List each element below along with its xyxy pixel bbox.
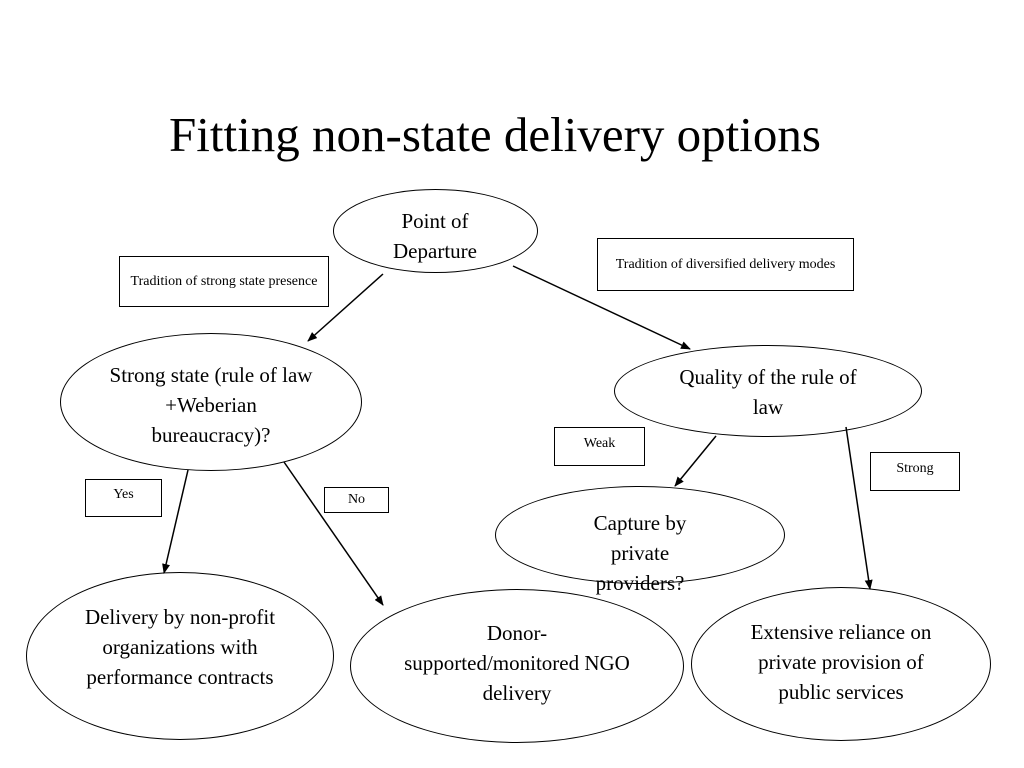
- arrow-departure-to-strong-state: [307, 273, 384, 342]
- private-provision-node: [691, 587, 991, 741]
- nonprofit-delivery-node: [26, 572, 334, 740]
- strong-state-node: [60, 333, 362, 471]
- capture-private-label: Capture by private providers?: [593, 511, 687, 595]
- weak-label: Weak: [583, 436, 616, 451]
- arrow-quality-strong: [845, 426, 873, 590]
- arrow-quality-weak: [674, 435, 717, 487]
- no-label: No: [347, 492, 366, 507]
- arrow-strong-state-no: [283, 461, 384, 606]
- diversified-delivery-box: Tradition of diversified delivery modes: [597, 238, 854, 291]
- diversified-delivery-label: Tradition of diversified delivery modes: [615, 256, 836, 272]
- page-title: Fitting non-state delivery options: [169, 107, 821, 162]
- strong-box: Strong: [870, 452, 960, 491]
- weak-box: Weak: [554, 427, 645, 466]
- strong-state-presence-box: Tradition of strong state presence: [119, 256, 329, 307]
- ngo-delivery-node: [350, 589, 684, 743]
- point-of-departure-label: Point of Departure: [393, 209, 477, 263]
- arrow-departure-to-quality: [512, 265, 691, 350]
- quality-rule-of-law-node: [614, 345, 922, 437]
- point-of-departure-node: [333, 189, 538, 273]
- arrow-strong-state-yes: [162, 469, 189, 574]
- quality-rule-of-law-label: Quality of the rule of law: [679, 365, 857, 419]
- strong-label: Strong: [896, 461, 934, 476]
- nonprofit-delivery-label: Delivery by non-profit organizations wit…: [84, 605, 276, 689]
- strong-state-label: Strong state (rule of law +Weberian bure…: [109, 363, 313, 447]
- capture-private-node: [495, 486, 785, 584]
- yes-box: Yes: [85, 479, 162, 517]
- no-box: No: [324, 487, 389, 513]
- yes-label: Yes: [113, 487, 134, 502]
- private-provision-label: Extensive reliance on private provision …: [750, 620, 932, 704]
- strong-state-presence-label: Tradition of strong state presence: [130, 273, 318, 289]
- ngo-delivery-label: Donor-supported/monitored NGO delivery: [404, 621, 630, 705]
